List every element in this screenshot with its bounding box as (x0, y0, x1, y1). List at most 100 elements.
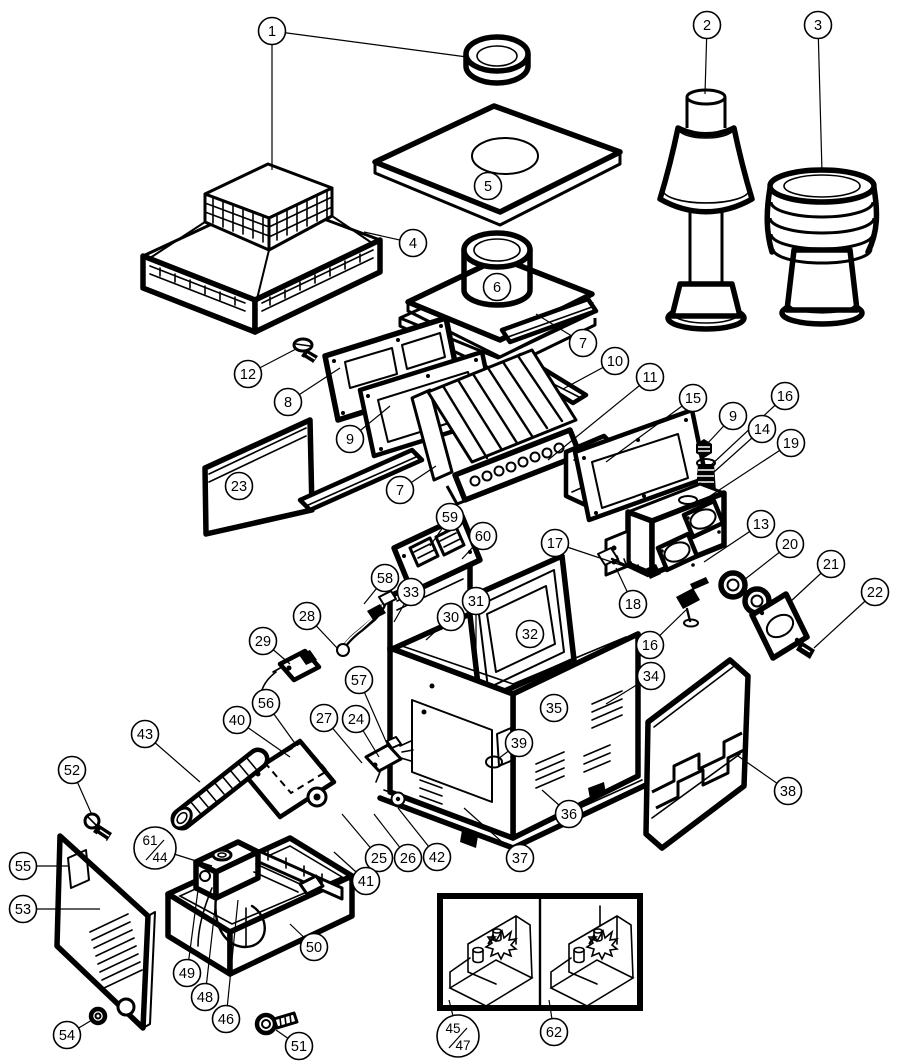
callout-circle (335, 424, 365, 454)
callout-circle (718, 401, 748, 431)
callout-number: 31 (468, 594, 484, 610)
callout-number: 16 (642, 638, 658, 654)
callout-number: 22 (867, 585, 883, 601)
leader-line (271, 30, 468, 58)
callout-circle (747, 414, 777, 444)
callout-48: 48 (190, 982, 220, 1012)
callout-number: 15 (685, 391, 701, 407)
callout-number: 48 (197, 990, 213, 1006)
callout-number: 8 (284, 395, 292, 411)
callout-16: 16 (770, 381, 800, 411)
callout-circle (600, 346, 630, 376)
callout-circle (816, 549, 846, 579)
part-bolt-51 (254, 1011, 299, 1036)
pilot-detail-inset (437, 893, 643, 1011)
callout-number: 27 (316, 711, 332, 727)
part-burner-tube (170, 747, 270, 831)
callout-circle (473, 171, 503, 201)
callout-circle (435, 502, 465, 532)
callout-2: 2 (692, 10, 722, 40)
callout-circle (803, 10, 833, 40)
callout-number: 20 (782, 537, 798, 553)
callout-19: 19 (776, 428, 806, 458)
callout-number: 13 (753, 517, 769, 533)
callout-circle (222, 705, 252, 735)
callout-12: 12 (233, 359, 263, 389)
callout-circle (364, 843, 394, 873)
callout-16: 16 (635, 630, 665, 660)
callout-31: 31 (461, 586, 491, 616)
callout-circle (860, 577, 890, 607)
callout-57: 57 (344, 665, 374, 695)
callout-slash (448, 1027, 468, 1049)
callout-number: 33 (403, 585, 419, 601)
part-control-bracket (243, 738, 337, 820)
callout-number: 46 (218, 1012, 234, 1028)
callout-number: 4 (409, 236, 417, 252)
callout-circle (370, 563, 400, 593)
callout-24: 24 (341, 704, 371, 734)
callout-number: 47 (455, 1038, 470, 1053)
callout-27: 27 (309, 703, 339, 733)
callout-number: 35 (546, 701, 562, 717)
callout-number: 39 (511, 736, 527, 752)
callout-circle (385, 475, 415, 505)
callout-8: 8 (273, 387, 303, 417)
callout-circle (224, 471, 254, 501)
callout-circle (172, 958, 202, 988)
callout-circle (8, 894, 38, 924)
callout-slash (145, 839, 165, 861)
callout-number: 58 (377, 571, 393, 587)
callout-number: 28 (299, 609, 315, 625)
callout-circle (636, 661, 666, 691)
leader-line (547, 376, 651, 461)
callout-circle (468, 521, 498, 551)
callout-number: 2 (703, 18, 711, 34)
callout-20: 20 (775, 529, 805, 559)
callout-43: 43 (130, 719, 160, 749)
callout-circle (436, 1014, 480, 1058)
callout-14: 14 (747, 414, 777, 444)
callout-56: 56 (251, 688, 281, 718)
callout-29: 29 (248, 626, 278, 656)
callout-number: 32 (522, 627, 538, 643)
callout-38: 38 (773, 776, 803, 806)
callout-circle (422, 842, 452, 872)
part-rail-lower (297, 447, 425, 513)
callout-number: 9 (346, 432, 354, 448)
callout-4: 4 (398, 228, 428, 258)
callout-37: 37 (505, 843, 535, 873)
part-vent-cap (657, 88, 755, 332)
callout-number: 42 (429, 850, 445, 866)
callout-circle (776, 428, 806, 458)
callout-circle (618, 589, 648, 619)
callout-50: 50 (299, 932, 329, 962)
part-front-door (54, 833, 156, 1031)
callout-circle (211, 1004, 241, 1034)
callout-34: 34 (636, 661, 666, 691)
part-gas-pipe (336, 590, 397, 657)
callout-28: 28 (292, 601, 322, 631)
callout-59: 59 (435, 502, 465, 532)
callout-18: 18 (618, 589, 648, 619)
callout-number: 21 (823, 557, 839, 573)
callout-number: 61 (142, 833, 157, 848)
callout-52: 52 (57, 755, 87, 785)
callout-number: 49 (179, 966, 195, 982)
callout-circle (461, 586, 491, 616)
callout-number: 40 (229, 713, 245, 729)
callout-number: 16 (777, 389, 793, 405)
callout-circle (746, 509, 776, 539)
callout-36: 36 (554, 799, 584, 829)
callout-number: 60 (475, 529, 491, 545)
callout-number: 6 (493, 280, 501, 296)
part-vent-stack (764, 167, 880, 327)
part-igniter-bracket (364, 736, 414, 783)
callout-circle (292, 601, 322, 631)
callout-number: 36 (561, 807, 577, 823)
leader-line (605, 397, 694, 463)
callout-number: 59 (442, 510, 458, 526)
callout-circle (309, 703, 339, 733)
callout-7: 7 (568, 328, 598, 358)
